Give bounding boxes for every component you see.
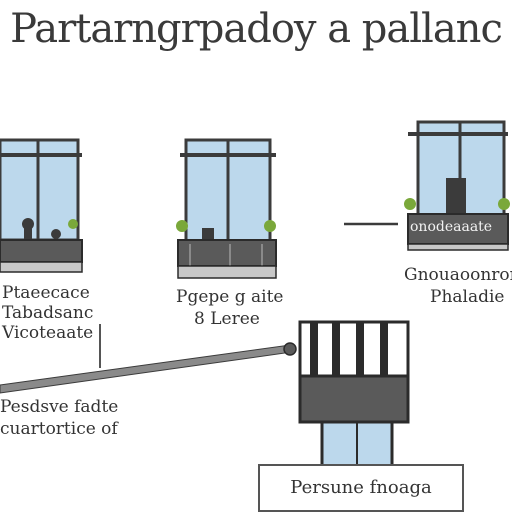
- left-label-line-3: Vicoteaate: [2, 323, 94, 343]
- right-balcony-sign: onodeaaate: [410, 219, 493, 235]
- leader-lines: [0, 324, 297, 394]
- balcony-illustration-right: [344, 120, 510, 251]
- left-label-line-1: Ptaeecace: [2, 283, 90, 303]
- bottom-left-label-line-1: Pesdsve fadte: [0, 397, 119, 417]
- bottom-left-label-line-2: cuartortice of: [0, 419, 118, 439]
- left-label-line-2: Tabadsanc: [2, 303, 94, 323]
- balcony-illustration-left: [0, 138, 83, 273]
- right-label-line-2: Phaladie: [430, 287, 505, 307]
- right-label-line-1: Gnouaoonrorei: [404, 265, 512, 285]
- diagram-title: Partarngrpadoy a pallanc: [10, 6, 503, 52]
- balcony-illustration-middle: [176, 138, 277, 279]
- middle-label-line-1: Pgepe g aite: [176, 287, 284, 307]
- railing-building-illustration: [298, 320, 410, 468]
- caption-box: Persune fnoaga: [258, 464, 464, 512]
- middle-label-line-2: 8 Leree: [194, 309, 260, 329]
